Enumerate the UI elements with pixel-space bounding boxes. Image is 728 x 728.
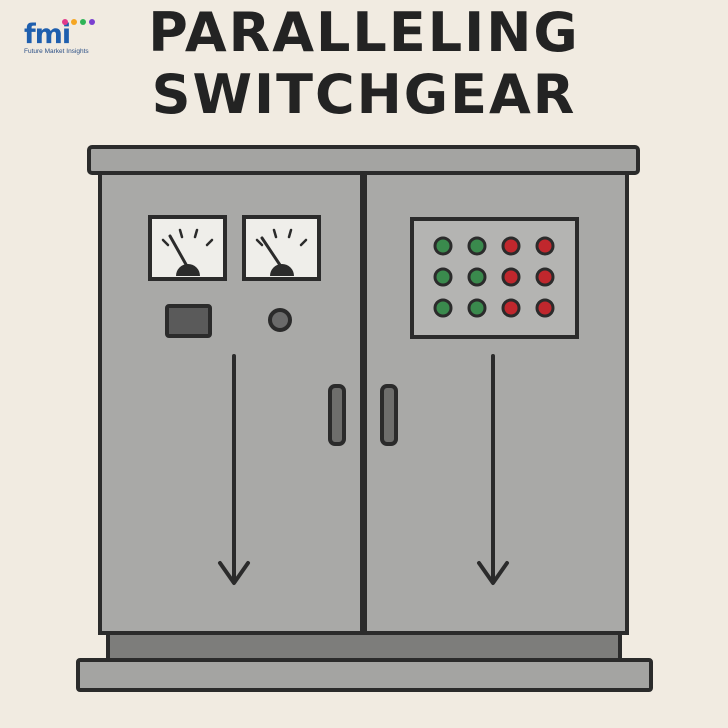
door-handle-icon [328, 384, 346, 446]
analog-meter-icon [148, 215, 227, 281]
control-switch [165, 304, 212, 338]
cabinet-base [76, 658, 653, 692]
logo-mark: fmi [24, 19, 71, 50]
logo-dot [71, 19, 77, 25]
indicator-light-icon [467, 236, 487, 256]
indicator-light-icon [535, 267, 555, 287]
fmi-logo: fmi Future Market Insights [24, 19, 98, 62]
indicator-light-icon [501, 267, 521, 287]
logo-tagline: Future Market Insights [24, 48, 89, 55]
logo-dots-icon [62, 19, 95, 25]
down-arrow-icon [477, 354, 509, 585]
cabinet-plinth [106, 630, 622, 664]
cabinet-roof [87, 145, 640, 175]
logo-dot [62, 19, 68, 25]
indicator-light-icon [467, 267, 487, 287]
indicator-light-icon [433, 298, 453, 318]
indicator-light-icon [467, 298, 487, 318]
analog-meter-icon [242, 215, 321, 281]
title-line-1: PARALLELING [148, 1, 580, 64]
control-knob [268, 308, 292, 332]
right-door [363, 171, 629, 635]
title-line-2: SWITCHGEAR [151, 63, 577, 126]
logo-dot [89, 19, 95, 25]
indicator-grid [433, 236, 555, 318]
left-door [98, 171, 364, 635]
page-title: PARALLELING SWITCHGEAR [0, 2, 728, 126]
indicator-light-icon [433, 267, 453, 287]
door-handle-icon [380, 384, 398, 446]
indicator-light-icon [501, 298, 521, 318]
indicator-light-icon [535, 298, 555, 318]
indicator-light-icon [501, 236, 521, 256]
indicator-light-icon [535, 236, 555, 256]
logo-dot [80, 19, 86, 25]
down-arrow-icon [218, 354, 250, 585]
indicator-light-icon [433, 236, 453, 256]
